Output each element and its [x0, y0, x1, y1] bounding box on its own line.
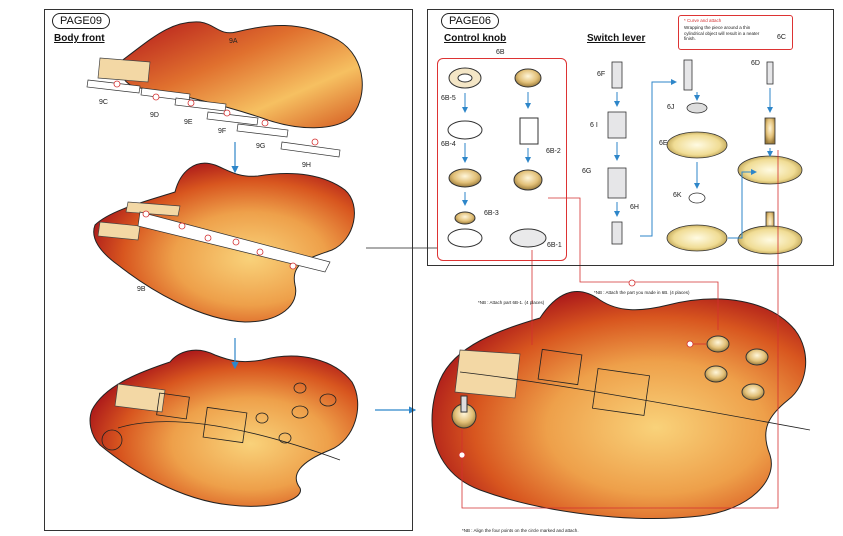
- label-6j: 6J: [667, 104, 675, 111]
- label-9g: 9G: [256, 143, 266, 150]
- label-6b-5: 6B-5: [441, 95, 456, 102]
- curve-note-heading: * Curve and attach: [684, 18, 722, 23]
- label-6e: 6E: [659, 140, 668, 147]
- label-9b: 9B: [137, 286, 146, 293]
- label-6b: 6B: [496, 49, 505, 56]
- label-6f: 6F: [597, 71, 606, 78]
- label-6c: 6C: [777, 34, 786, 41]
- label-9a: 9A: [229, 38, 238, 45]
- note-align-four-points: *NB : Align the four points on the circl…: [462, 528, 579, 533]
- curve-note-box: [678, 15, 793, 50]
- label-9c: 9C: [99, 99, 108, 106]
- label-6g: 6G: [582, 168, 592, 175]
- control-knob-box: [437, 58, 567, 261]
- page09-panel: [44, 9, 413, 531]
- label-6i: 6 I: [590, 122, 598, 129]
- label-6b-3: 6B-3: [484, 210, 499, 217]
- page09-tag: PAGE09: [52, 13, 110, 29]
- label-6b-4: 6B-4: [441, 141, 456, 148]
- label-6b-2: 6B-2: [546, 148, 561, 155]
- control-knob-title: Control knob: [444, 33, 507, 44]
- body-front-step3: [89, 349, 359, 507]
- label-6d: 6D: [751, 60, 760, 67]
- curve-note-body: Wrapping the piece around a thin cylindr…: [684, 25, 760, 41]
- label-9h: 9H: [302, 162, 311, 169]
- page06-panel: [427, 9, 834, 266]
- label-6k: 6K: [673, 192, 682, 199]
- note-attach-6b1: *NB : Attach part 6B-1. (4 places): [478, 300, 545, 305]
- label-9f: 9F: [218, 128, 227, 135]
- label-6b-1: 6B-1: [547, 242, 562, 249]
- body-front-step1: [86, 21, 363, 158]
- label-9e: 9E: [184, 119, 193, 126]
- label-6h: 6H: [630, 204, 639, 211]
- switch-lever-parts: [607, 59, 803, 255]
- body-front-title: Body front: [54, 33, 105, 44]
- label-9d: 9D: [150, 112, 159, 119]
- note-attach-6b: *NB : Attach the part you made in 6B. (4…: [594, 290, 690, 295]
- control-knob-parts: [447, 67, 547, 248]
- page06-tag: PAGE06: [441, 13, 499, 29]
- switch-lever-title: Switch lever: [587, 33, 646, 44]
- body-front-final: [431, 291, 811, 519]
